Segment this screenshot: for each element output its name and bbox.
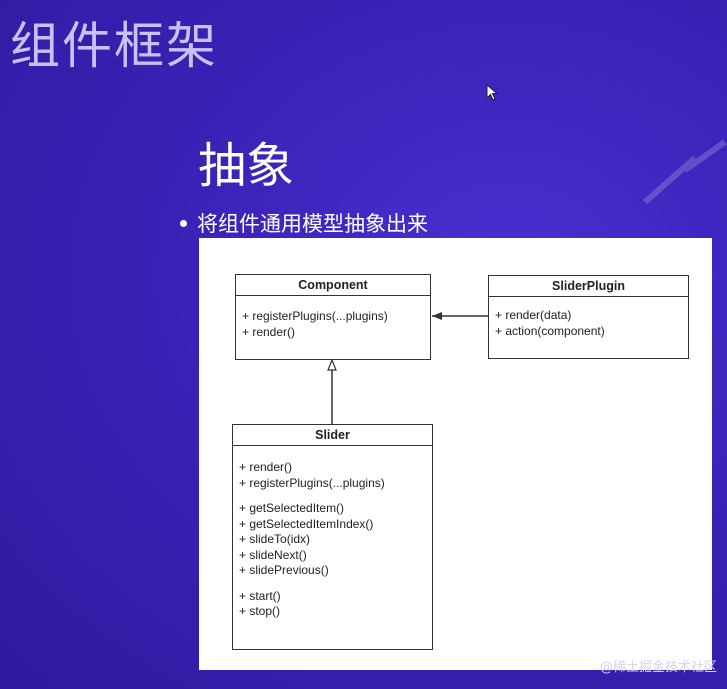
bullet-text: 将组件通用模型抽象出来 [197,212,428,236]
slider-class-name: Slider [233,425,432,446]
slider-class-box: Slider + render() + registerPlugins(...p… [232,424,433,650]
sliderplugin-method: + render(data) [495,308,572,322]
sliderplugin-class-box: SliderPlugin + render(data) + action(com… [488,275,689,359]
slider-method: + slidePrevious() [239,563,329,577]
inheritance-arrowhead [327,358,337,371]
decorative-satellite-icon [643,140,727,205]
component-method: + render() [242,324,296,339]
component-class-name: Component [236,275,430,296]
slider-method: + stop() [239,604,281,618]
diagram-connectors [327,312,488,424]
sliderplugin-class-name: SliderPlugin [489,276,688,297]
bullet-dot-icon [180,219,187,227]
slider-method: + getSelectedItemIndex() [239,516,374,531]
slider-method: + registerPlugins(...plugins) [239,475,385,490]
slider-method: + slideNext() [239,547,307,562]
bullet-item: 将组件通用模型抽象出来 [180,208,428,238]
component-class-box: Component + registerPlugins(...plugins) … [235,274,431,360]
watermark: @稀土掘金技术社区 [599,660,717,675]
section-heading: 抽象 [198,138,295,194]
slider-method: + render() [239,460,293,474]
component-method: + registerPlugins(...plugins) [242,309,388,323]
uml-diagram-panel: Component + registerPlugins(...plugins) … [199,238,712,670]
slider-method: + slideTo(idx) [239,532,311,546]
mouse-cursor-icon [486,84,499,101]
slider-method: + getSelectedItem() [239,501,345,515]
slide-title: 组件框架 [10,17,218,75]
association-arrowhead [432,312,442,320]
sliderplugin-method: + action(component) [495,323,605,338]
slider-method: + start() [239,588,281,603]
